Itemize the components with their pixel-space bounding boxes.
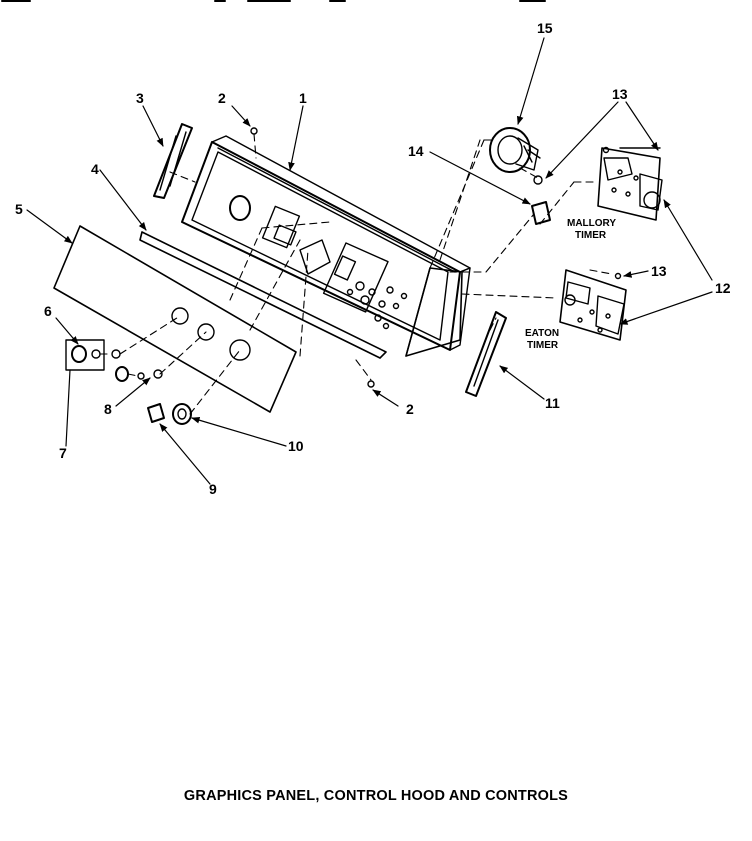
callout-13-top: 13 [612, 86, 628, 102]
callout-12: 12 [715, 280, 731, 296]
callout-9: 9 [209, 481, 217, 497]
callout-numbers: 1 2 2 3 4 5 6 7 8 9 10 11 12 13 13 14 15 [15, 20, 731, 497]
timer-labels: MALLORY TIMER EATON TIMER [525, 218, 616, 351]
callout-14: 14 [408, 143, 424, 159]
mallory-timer [597, 147, 663, 221]
callout-8: 8 [104, 401, 112, 417]
eaton-label-line1: EATON [525, 328, 559, 339]
callout-15: 15 [537, 20, 553, 36]
trim-strip [139, 231, 387, 359]
knob-assembly [65, 339, 192, 425]
callout-13-right: 13 [651, 263, 667, 279]
hood-end-cap [405, 267, 463, 357]
callout-6: 6 [44, 303, 52, 319]
eaton-label-line2: TIMER [527, 340, 559, 351]
leader-lines [26, 37, 713, 485]
eaton-timer [559, 269, 627, 341]
mallory-label-line2: TIMER [575, 230, 607, 241]
assembly-lines [99, 133, 613, 415]
screws [250, 127, 622, 388]
callout-4: 4 [91, 161, 99, 177]
callout-2-top: 2 [218, 90, 226, 106]
control-hood [181, 135, 471, 351]
left-end-cap [153, 123, 193, 199]
callout-11: 11 [545, 395, 560, 411]
selector-switch [531, 201, 551, 225]
callout-10: 10 [288, 438, 304, 454]
callout-2-bottom: 2 [406, 401, 414, 417]
right-end-cap [465, 311, 507, 397]
diagram-caption: GRAPHICS PANEL, CONTROL HOOD AND CONTROL… [183, 788, 569, 804]
callout-3: 3 [136, 90, 144, 106]
callout-7: 7 [59, 445, 67, 461]
mallory-label-line1: MALLORY [567, 218, 616, 229]
pressure-switch [489, 127, 543, 185]
callout-1: 1 [299, 90, 307, 106]
graphics-panel [53, 225, 297, 413]
callout-5: 5 [15, 201, 23, 217]
